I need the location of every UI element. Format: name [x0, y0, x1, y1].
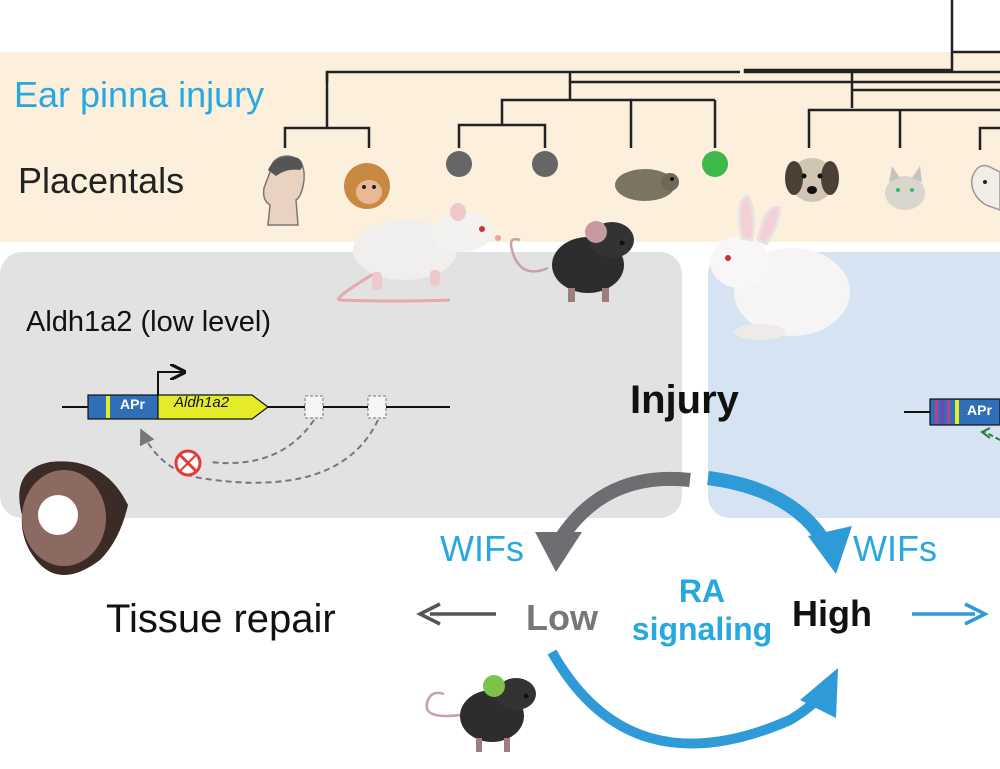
apr-right-label: APr	[967, 402, 992, 418]
human-head-icon	[262, 155, 305, 226]
placentals-label: Placentals	[18, 160, 185, 201]
grey-node-icon	[532, 151, 558, 177]
ear-pinna-hole-icon	[19, 461, 128, 575]
low-label: Low	[526, 597, 598, 638]
injury-to-low-arrow	[548, 471, 691, 552]
promoter-apr	[87, 394, 159, 420]
green-node-icon	[702, 151, 728, 177]
white-rabbit-icon	[710, 194, 850, 340]
enhancer-box	[367, 395, 387, 419]
placentals-band	[0, 52, 1000, 242]
dog-icon	[785, 158, 839, 202]
tissue-repair-label: Tissue repair	[106, 597, 336, 641]
aldh1a2-low-level-label: Aldh1a2 (low level)	[26, 306, 272, 338]
tss-arrow	[157, 372, 182, 395]
aldh1a2-gene	[157, 394, 269, 420]
inhibit-icon	[174, 449, 202, 477]
goat-icon	[971, 164, 1000, 211]
wifs-left-label: WIFs	[440, 528, 524, 569]
cat-icon	[885, 166, 925, 210]
gene-construct-right	[904, 398, 1000, 441]
apr-left-label: APr	[120, 396, 145, 412]
mouse-spiny-icon	[615, 169, 679, 201]
phylogenetic-tree	[283, 0, 1000, 150]
monkey-icon	[344, 163, 390, 209]
high-label: High	[792, 593, 872, 634]
ra-signaling-label: RA signaling	[612, 572, 792, 648]
wifs-right-label: WIFs	[853, 528, 937, 569]
ra-line2: signaling	[631, 611, 773, 647]
low-to-high-arrow	[547, 649, 830, 749]
aldh1a2-gene-label: Aldh1a2	[174, 394, 230, 411]
ra-line1: RA	[678, 573, 726, 609]
black-mouse-green-ear-icon	[425, 675, 536, 752]
white-rat-icon	[336, 203, 501, 303]
black-mouse-icon	[509, 221, 634, 302]
gene-construct-left	[62, 372, 450, 484]
ear-pinna-injury-label: Ear pinna injury	[14, 74, 265, 115]
injury-label: Injury	[630, 378, 739, 422]
enhancer-box	[304, 395, 324, 419]
grey-node-icon	[446, 151, 472, 177]
